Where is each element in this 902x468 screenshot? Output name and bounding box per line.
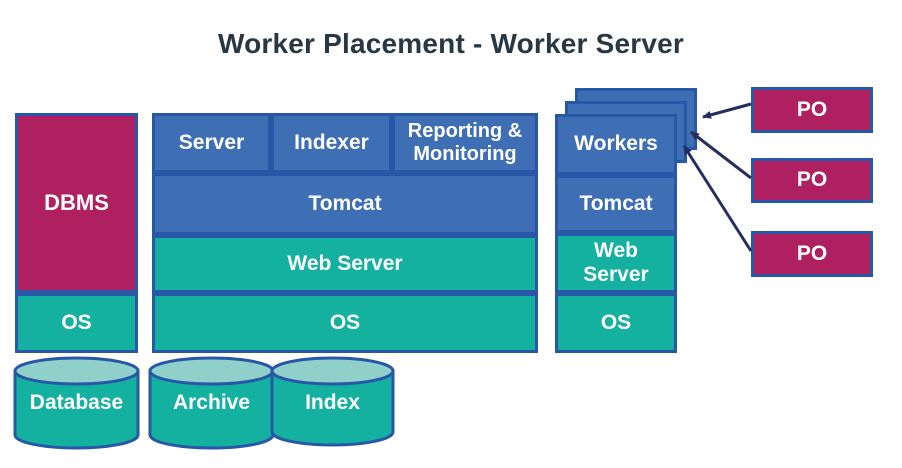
app-os-label: OS bbox=[329, 310, 361, 334]
app-web-server-box: Web Server bbox=[152, 235, 538, 293]
worker-web-server-label: Web Server bbox=[583, 238, 649, 286]
po-label-3: PO bbox=[796, 241, 828, 265]
arrow-po1-to-workers bbox=[702, 102, 752, 119]
indexer-label: Indexer bbox=[294, 130, 369, 154]
worker-web-server-box: Web Server bbox=[555, 233, 677, 293]
app-web-server-label: Web Server bbox=[287, 251, 403, 275]
dbms-label: DBMS bbox=[44, 190, 109, 216]
app-tomcat-label: Tomcat bbox=[308, 191, 382, 215]
po-label-2: PO bbox=[796, 168, 828, 192]
worker-tomcat-label: Tomcat bbox=[579, 191, 653, 215]
dbms-box: DBMS bbox=[15, 113, 138, 293]
workers-box: Workers bbox=[555, 114, 677, 175]
worker-os-box: OS bbox=[555, 293, 677, 353]
workers-label: Workers bbox=[574, 132, 658, 156]
app-os-box: OS bbox=[152, 293, 538, 353]
db-os-label: OS bbox=[61, 310, 92, 334]
diagram-title: Worker Placement - Worker Server bbox=[217, 28, 685, 59]
database-label: Database bbox=[29, 391, 124, 414]
reporting-monitoring-box: Reporting & Monitoring bbox=[392, 113, 538, 173]
app-tomcat-box: Tomcat bbox=[152, 173, 538, 235]
archive-label: Archive bbox=[172, 391, 251, 414]
reporting-monitoring-label: Reporting & Monitoring bbox=[407, 120, 523, 165]
worker-os-label: OS bbox=[600, 310, 632, 334]
server-box: Server bbox=[152, 113, 271, 173]
arrow-po2-to-workers bbox=[690, 130, 752, 180]
po-label-1: PO bbox=[796, 97, 828, 121]
po-box-1: PO bbox=[751, 87, 873, 133]
index-label: Index bbox=[305, 391, 360, 414]
indexer-box: Indexer bbox=[271, 113, 392, 173]
arrow-po3-to-workers bbox=[682, 145, 753, 252]
db-os-box: OS bbox=[15, 293, 138, 353]
po-box-2: PO bbox=[751, 158, 873, 203]
worker-tomcat-box: Tomcat bbox=[555, 175, 677, 233]
po-box-3: PO bbox=[751, 231, 873, 277]
server-label: Server bbox=[178, 130, 245, 154]
